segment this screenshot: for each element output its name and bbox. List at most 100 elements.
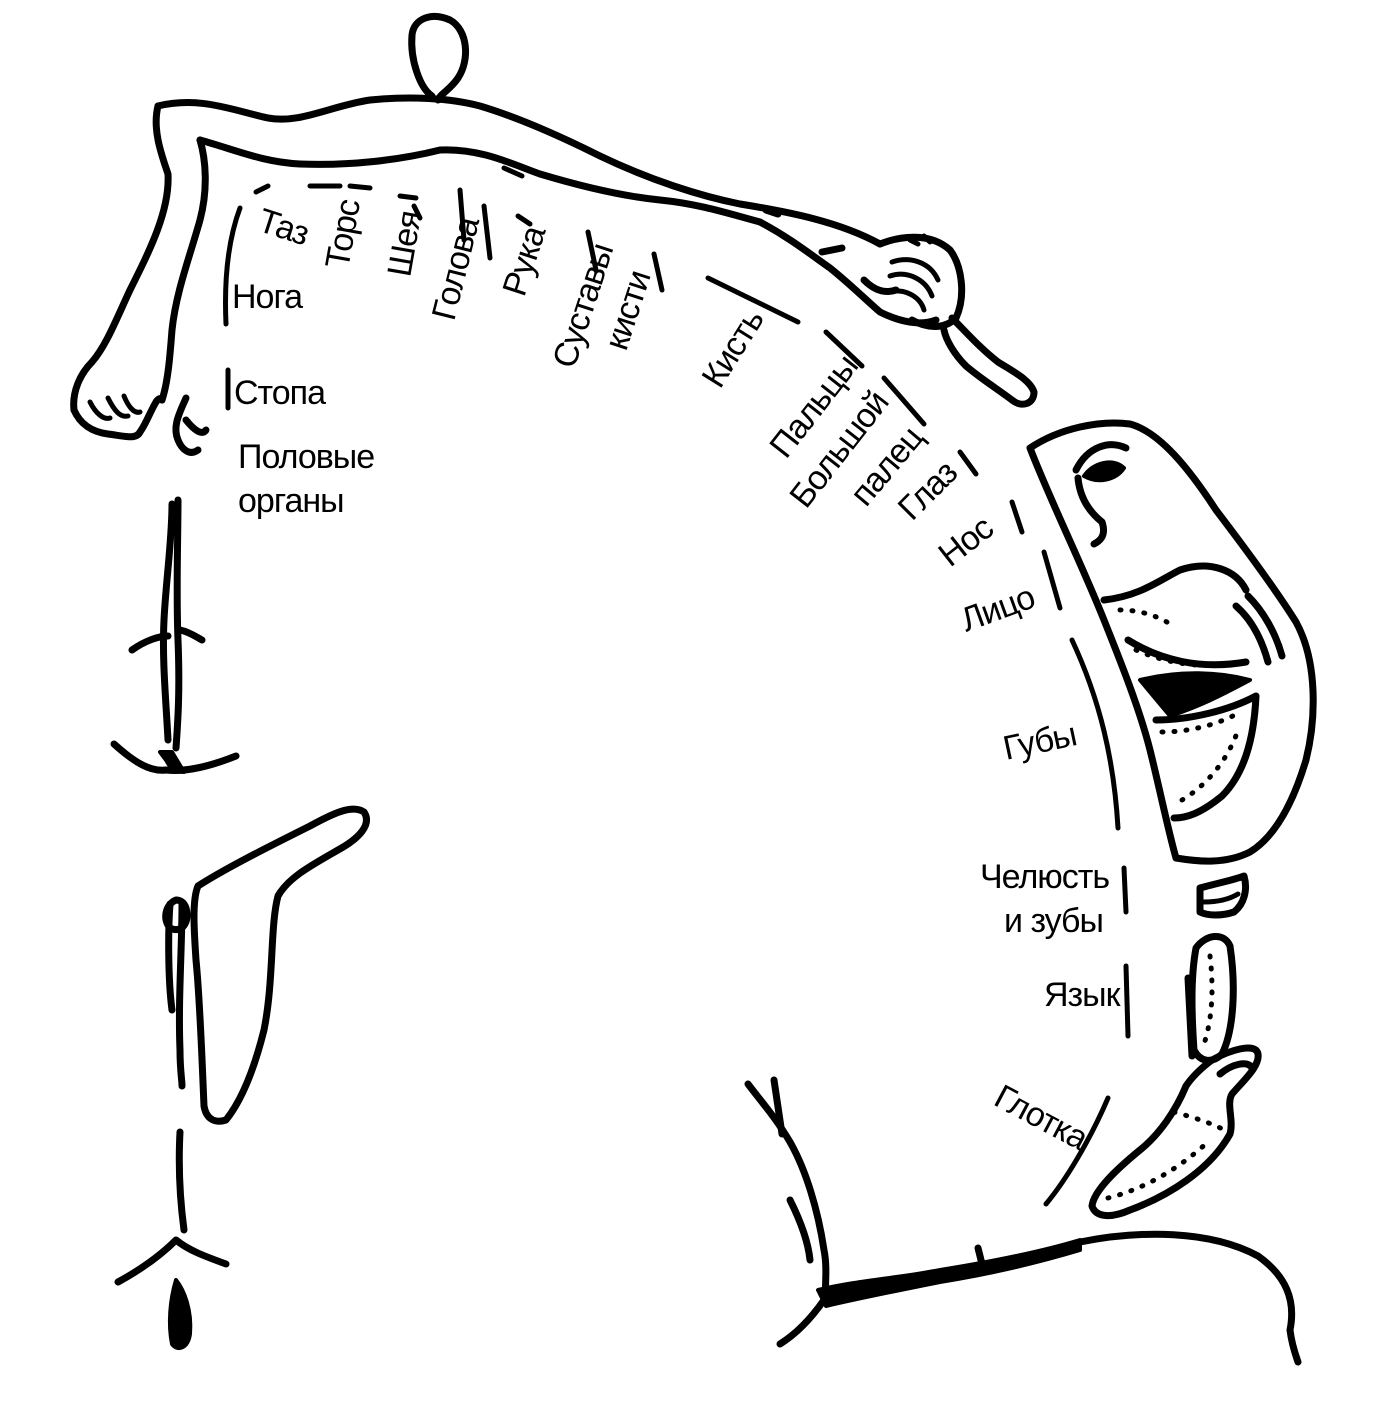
brow xyxy=(1072,441,1130,474)
hand-outline xyxy=(876,233,966,330)
tongue-dots xyxy=(1201,953,1215,1047)
lower-lip-dots-2 xyxy=(1179,727,1241,803)
label-noga: Нога xyxy=(232,278,303,316)
label-nos: Нос xyxy=(932,508,1001,574)
tongue xyxy=(1188,933,1237,1064)
esophagus-loop xyxy=(162,896,191,933)
sep-kist xyxy=(705,275,801,325)
pharynx-dots-1 xyxy=(1171,1109,1231,1135)
sep-noga xyxy=(223,205,243,327)
pharynx-ring xyxy=(1216,1060,1256,1078)
left-organs xyxy=(110,496,370,1351)
spine-arc xyxy=(110,740,240,774)
label-yazyk: Язык xyxy=(1044,976,1122,1014)
sep-glaz xyxy=(957,449,979,477)
body-figure xyxy=(154,13,1038,408)
label-glotka: Глотка xyxy=(988,1078,1094,1159)
cheek-lines xyxy=(1232,592,1286,666)
label-stopa: Стопа xyxy=(234,374,326,412)
jaw-line xyxy=(1201,891,1241,905)
tongue-side xyxy=(1184,974,1196,1060)
sep-sustavy-1 xyxy=(585,229,599,273)
mouth-parts xyxy=(1088,872,1262,1219)
pharynx xyxy=(1088,1044,1262,1219)
trunk-mark xyxy=(974,1244,986,1268)
mouth-opening xyxy=(1138,671,1252,718)
body-outer-contour xyxy=(154,94,884,248)
sep-taz-start xyxy=(253,183,271,195)
pharynx-dots-2 xyxy=(1105,1137,1213,1201)
lower-lip-dots-1 xyxy=(1159,709,1243,735)
label-sheya: Шея xyxy=(380,208,429,279)
eye xyxy=(1082,460,1126,483)
lower-bulb xyxy=(167,1278,193,1351)
sep-sheya xyxy=(397,193,419,201)
region-separators xyxy=(223,183,1131,1207)
arm-mark-1 xyxy=(762,206,782,218)
sep-glotka xyxy=(1043,1095,1111,1207)
branch-left xyxy=(744,1080,830,1304)
label-ruka: Рука xyxy=(495,221,553,301)
region-labels: Таз Торс Шея Голова Рука Суставы кисти К… xyxy=(232,196,1123,1159)
abdominal-figure xyxy=(744,1076,1302,1366)
arm-mark-3 xyxy=(860,276,900,296)
upper-lip xyxy=(1100,562,1250,604)
mouth-upper xyxy=(1124,636,1250,669)
spine-upper xyxy=(159,496,183,752)
sep-ruka-1 xyxy=(481,203,493,261)
sep-litso xyxy=(1041,549,1063,611)
toe-lines xyxy=(87,393,143,421)
lower-lip xyxy=(1152,692,1260,822)
sep-nos xyxy=(1009,499,1025,535)
label-golova: Голова xyxy=(425,213,487,324)
sep-yazyk xyxy=(1123,963,1131,1039)
wrist-lines xyxy=(501,165,933,247)
label-polovye-2: органы xyxy=(238,482,344,520)
upper-lip-dots xyxy=(1117,607,1179,631)
label-polovye-1: Половые xyxy=(238,438,374,476)
face-figure xyxy=(1026,419,1317,865)
sep-guby xyxy=(1069,637,1121,831)
leg-inner xyxy=(158,136,209,404)
body-inner-contour xyxy=(196,136,764,226)
thumb-projection xyxy=(940,314,1038,408)
branch-down xyxy=(776,1296,828,1348)
label-kist: Кисть xyxy=(695,303,772,395)
lower-stem xyxy=(175,1128,188,1234)
label-litso: Лицо xyxy=(956,578,1040,639)
leg-outer xyxy=(70,102,172,414)
label-tors: Торс xyxy=(318,196,368,271)
trunk-base xyxy=(816,1238,1082,1308)
jaw-teeth xyxy=(1196,872,1250,919)
small-head xyxy=(408,13,470,104)
branch-right xyxy=(786,1196,814,1264)
label-chelyust-2: и зубы xyxy=(1004,902,1103,940)
sep-bolshoy xyxy=(881,375,927,427)
sep-paltsy xyxy=(823,329,865,369)
branch-fork xyxy=(770,1076,786,1138)
sep-ruka-2 xyxy=(515,213,533,227)
spine-fork xyxy=(158,750,186,774)
mouth-upper-dots xyxy=(1133,647,1239,668)
label-guby: Губы xyxy=(1000,715,1080,767)
spine-crossbar xyxy=(128,626,206,654)
sep-chelyust xyxy=(1121,865,1129,915)
sep-golova-2 xyxy=(457,187,467,243)
label-taz: Таз xyxy=(254,201,314,253)
arm-lower-contour xyxy=(756,218,940,327)
arm-mark-2 xyxy=(818,244,846,256)
foot-toes xyxy=(70,395,166,441)
sep-sustavy-2 xyxy=(651,251,665,293)
label-chelyust-1: Челюсть xyxy=(980,858,1109,896)
sep-golova-1 xyxy=(411,203,423,221)
leg-figure xyxy=(70,102,210,456)
abdomen-curve xyxy=(1076,1230,1302,1366)
stomach xyxy=(190,805,370,1125)
lower-fork xyxy=(114,1236,230,1286)
face-outline xyxy=(1026,419,1317,865)
hand-fingers xyxy=(885,257,941,313)
nose xyxy=(1074,474,1108,548)
sep-tors xyxy=(347,183,373,191)
